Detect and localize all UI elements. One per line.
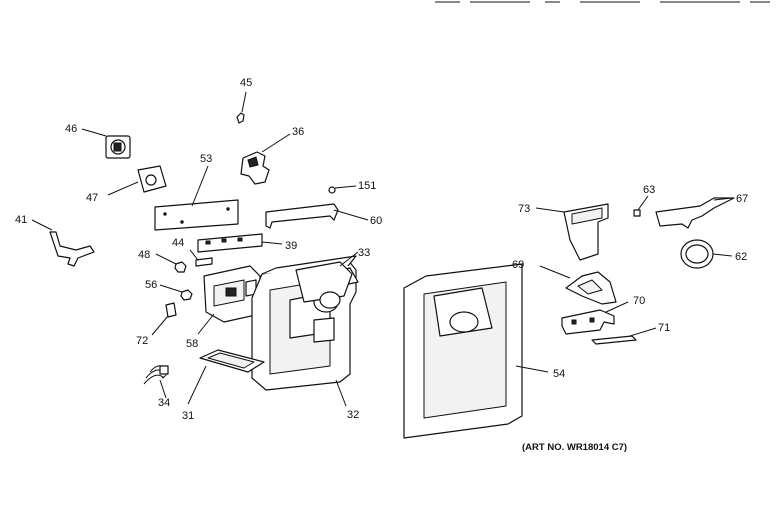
- label-70: 70: [633, 295, 645, 307]
- label-31: 31: [182, 410, 194, 422]
- part-39-control-board: [197, 233, 283, 253]
- label-32: 32: [347, 409, 359, 421]
- label-47: 47: [86, 192, 98, 204]
- label-56: 56: [145, 279, 157, 291]
- part-69-door: [539, 265, 617, 305]
- label-62: 62: [735, 251, 747, 263]
- part-58-housing: [197, 265, 261, 335]
- part-36-actuator: [240, 133, 291, 185]
- label-53: 53: [200, 153, 212, 165]
- art-number: (ART NO. WR18014 C7): [522, 442, 627, 453]
- label-44: 44: [172, 237, 184, 249]
- part-151-screw: [328, 185, 357, 194]
- label-36: 36: [292, 126, 304, 138]
- label-33: 33: [358, 247, 370, 259]
- part-62-ring: [680, 239, 733, 269]
- part-44-tab: [189, 249, 213, 267]
- label-34: 34: [158, 397, 170, 409]
- label-73: 73: [518, 203, 530, 215]
- part-47-frame: [107, 165, 167, 196]
- part-34-wire-harness: [143, 365, 169, 399]
- label-63: 63: [643, 184, 655, 196]
- label-41: 41: [15, 214, 27, 226]
- part-labels: 45 46 36 53 47 151 41 60 44 39 48 33 56 …: [15, 77, 748, 453]
- part-67-bracket: [655, 197, 735, 229]
- part-72-clip: [151, 302, 177, 336]
- part-60-rail: [265, 203, 369, 229]
- label-54: 54: [553, 368, 565, 380]
- label-69: 69: [512, 259, 524, 271]
- part-45-clip: [236, 91, 247, 124]
- part-56-grommet: [159, 284, 193, 301]
- part-54-front-panel: [403, 263, 549, 439]
- part-63-pin: [633, 195, 649, 217]
- label-67: 67: [736, 193, 748, 205]
- part-70-hinge: [561, 301, 629, 335]
- part-31-drip-tray: [187, 349, 265, 405]
- label-39: 39: [285, 240, 297, 252]
- part-46-bezel: [81, 128, 131, 159]
- part-41-bracket: [31, 219, 95, 267]
- part-48-nut: [155, 253, 187, 273]
- label-151: 151: [358, 180, 376, 192]
- label-45: 45: [240, 77, 252, 89]
- label-72: 72: [136, 335, 148, 347]
- part-71-strip: [591, 327, 657, 345]
- label-60: 60: [370, 215, 382, 227]
- part-53-plate: [154, 165, 239, 231]
- part-33-funnel: [295, 251, 359, 309]
- label-46: 46: [65, 123, 77, 135]
- part-73-chute: [535, 203, 609, 261]
- label-58: 58: [186, 338, 198, 350]
- label-48: 48: [138, 249, 150, 261]
- label-71: 71: [658, 322, 670, 334]
